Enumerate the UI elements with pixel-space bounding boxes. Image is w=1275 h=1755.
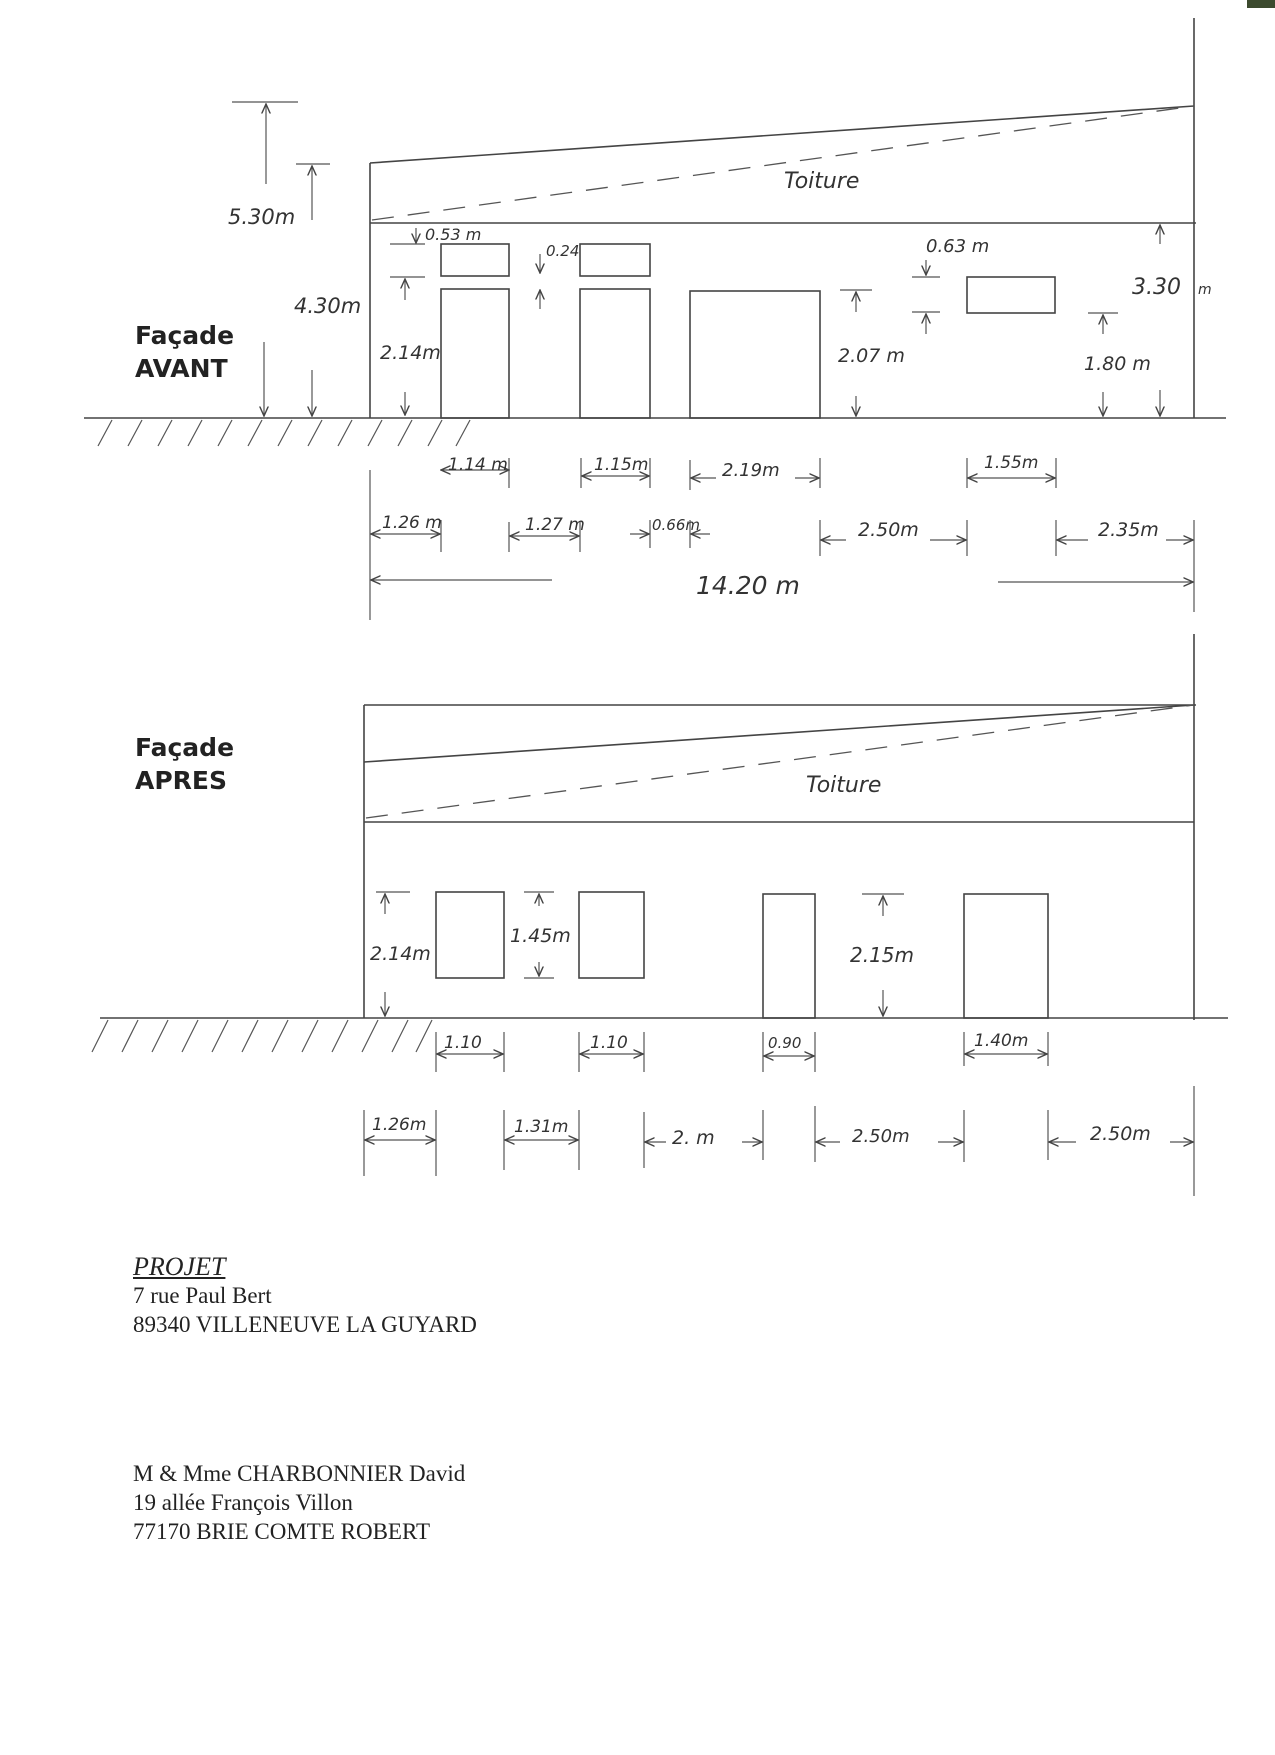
- width-1-15: 1.15m: [594, 455, 648, 475]
- space-2-50-a: 2.50m: [852, 1126, 910, 1147]
- facade-apres: Toiture Façade APRES 2.14m 1.45m 2.15: [91, 634, 1228, 1196]
- roof-label: Toiture: [784, 169, 859, 194]
- dim-4-30: 4.30m: [294, 294, 361, 318]
- project-city: 89340 VILLENEUVE LA GUYARD: [133, 1312, 477, 1337]
- facade-apres-label-2: APRES: [135, 766, 227, 795]
- dim-1-80: 1.80 m: [1084, 353, 1151, 375]
- owner-block: M & Mme CHARBONNIER David 19 allée Franç…: [133, 1459, 465, 1546]
- owner-name: M & Mme CHARBONNIER David: [133, 1461, 466, 1486]
- dim-2-07: 2.07 m: [838, 345, 905, 367]
- space-2: 2. m: [672, 1127, 715, 1149]
- space-2-35: 2.35m: [1098, 519, 1159, 541]
- window-3: [966, 276, 1056, 314]
- door-1: [440, 288, 510, 419]
- garage-door: [689, 290, 821, 419]
- facade-avant-label-2: AVANT: [135, 354, 228, 383]
- facade-avant: Toiture Façade AVANT 5.30m 4.30m: [84, 18, 1226, 620]
- window-b: [578, 891, 645, 979]
- facade-avant-label-1: Façade: [135, 321, 234, 350]
- dim-5-30: 5.30m: [228, 205, 295, 229]
- width-0-90: 0.90: [768, 1034, 801, 1052]
- roof-top-line: [369, 105, 1195, 164]
- dim-0-24: 0.24: [546, 242, 579, 260]
- roof-slope-line-2: [363, 704, 1195, 763]
- door-a: [762, 893, 816, 1019]
- project-street: 7 rue Paul Bert: [133, 1283, 272, 1308]
- project-block: PROJET 7 rue Paul Bert 89340 VILLENEUVE …: [133, 1252, 477, 1339]
- door-b: [963, 893, 1049, 1019]
- width-1-10-b: 1.10: [590, 1033, 628, 1053]
- space-0-66: 0.66m: [652, 516, 700, 534]
- ground-hatching-2: [91, 1019, 433, 1053]
- door-2: [579, 288, 651, 419]
- width-1-40: 1.40m: [974, 1031, 1028, 1051]
- scan-edge-mark: [1247, 0, 1275, 8]
- dim-1-45: 1.45m: [510, 925, 571, 947]
- owner-city: 77170 BRIE COMTE ROBERT: [133, 1519, 430, 1544]
- dim-3-30-unit: m: [1198, 282, 1212, 298]
- width-1-55: 1.55m: [984, 453, 1038, 473]
- project-heading: PROJET: [133, 1252, 226, 1281]
- space-1-27: 1.27 m: [525, 515, 585, 535]
- roof-label-2: Toiture: [806, 773, 881, 798]
- dim-2-15: 2.15m: [850, 943, 914, 967]
- space-2-50-b: 2.50m: [1090, 1123, 1151, 1145]
- dim-3-30: 3.30: [1132, 275, 1181, 300]
- space-1-31: 1.31m: [514, 1117, 568, 1137]
- dim-0-63: 0.63 m: [926, 236, 989, 257]
- dim-2-14: 2.14m: [380, 342, 441, 364]
- total-length: 14.20 m: [696, 571, 800, 600]
- space-1-26: 1.26 m: [382, 513, 442, 533]
- space-1-26-b: 1.26m: [372, 1115, 426, 1135]
- window-a: [435, 891, 505, 979]
- width-1-14: 1.14 m: [448, 455, 508, 475]
- window-1: [440, 243, 510, 277]
- dim-2-14-b: 2.14m: [370, 943, 431, 965]
- roof-dashed-line-2: [365, 704, 1195, 819]
- width-2-19: 2.19m: [722, 460, 780, 481]
- roof-dashed-line: [371, 105, 1195, 221]
- window-2: [579, 243, 651, 277]
- width-1-10-a: 1.10: [444, 1033, 482, 1053]
- space-2-50: 2.50m: [858, 519, 919, 541]
- facade-apres-label-1: Façade: [135, 733, 234, 762]
- owner-street: 19 allée François Villon: [133, 1490, 353, 1515]
- ground-hatching: [97, 419, 471, 447]
- dim-0-53: 0.53 m: [425, 225, 481, 244]
